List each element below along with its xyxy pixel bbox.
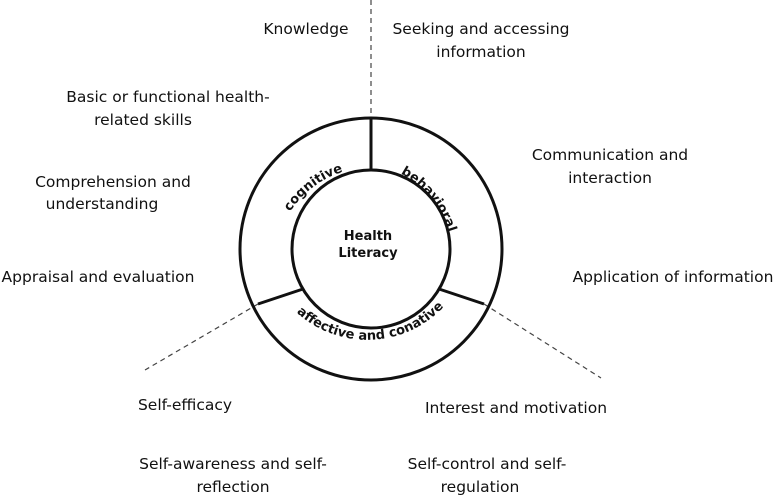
label-knowledge: Knowledge [263,20,348,38]
segment-cognitive: cognitive [281,161,345,214]
divider-lower-left [144,303,259,371]
label-self-awareness-line1: Self-awareness and self- [139,455,327,473]
divider-lower-right [483,303,602,379]
label-appraisal: Appraisal and evaluation [2,268,195,286]
label-interest: Interest and motivation [425,399,607,417]
label-self-control-line2: regulation [441,478,520,496]
segment-divider-right [438,287,485,306]
segment-behavioral: behavioral [399,164,459,234]
label-comprehension-line2: understanding [46,195,159,213]
label-self-efficacy: Self-efficacy [138,396,232,414]
label-self-control-line1: Self-control and self- [408,455,567,473]
label-basic-line2: related skills [94,111,192,129]
label-communication-line2: interaction [568,169,652,187]
label-seeking-line2: information [436,43,525,61]
center-title-line1: Health [344,229,392,244]
segment-divider-left [257,287,304,306]
center-title-line2: Literacy [338,246,398,261]
label-comprehension-line1: Comprehension and [35,173,191,191]
label-application: Application of information [573,268,774,286]
label-self-awareness-line2: reflection [196,478,269,496]
label-seeking-line1: Seeking and accessing [392,20,569,38]
label-basic-line1: Basic or functional health- [66,88,269,106]
label-communication-line1: Communication and [532,146,688,164]
